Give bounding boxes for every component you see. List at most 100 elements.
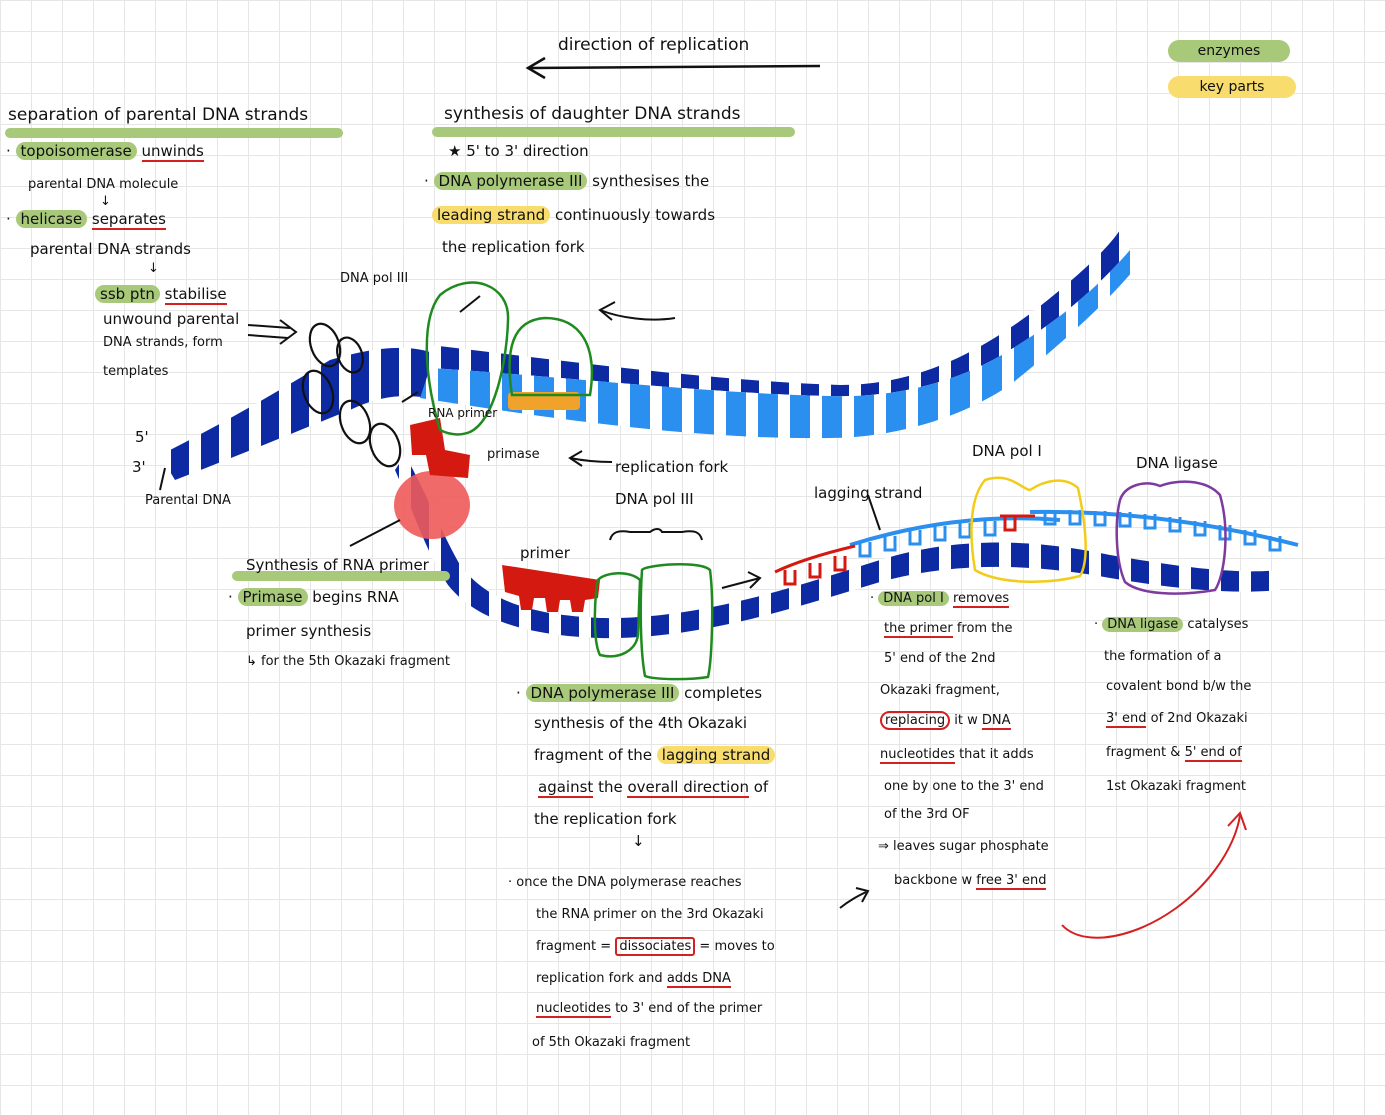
lagging-rna-primers <box>774 514 1035 586</box>
fragment-of-label: fragment of the <box>534 746 653 764</box>
primase-blob <box>394 471 470 539</box>
adds-dna-label: adds DNA <box>666 971 731 988</box>
topoisomerase-label: topoisomerase <box>15 142 137 160</box>
pol3-note-line-3: fragment of the lagging strand <box>534 746 776 764</box>
direction-note: ★ 5' to 3' direction <box>448 142 589 160</box>
ligase-note-line-6: 1st Okazaki fragment <box>1106 779 1246 794</box>
pol1-note-line-8: of the 3rd OF <box>884 807 970 822</box>
pol1-note-line-1: · DNA pol I removes <box>870 591 1010 608</box>
primer-block <box>502 565 600 612</box>
ligase-note-line-4: 3' end of 2nd Okazaki <box>1106 710 1248 728</box>
legend-enzymes: enzymes <box>1168 40 1290 62</box>
separation-title-highlight <box>5 128 343 138</box>
ssb-line: ssb ptn stabilise <box>95 285 227 305</box>
label-dna-pol1: DNA pol I <box>972 442 1042 460</box>
down-arrow: ↓ <box>100 194 111 209</box>
parental-dna-strand <box>160 347 430 480</box>
pol1-note-label: DNA pol I <box>878 591 949 606</box>
helicase-label: helicase <box>15 210 88 228</box>
completes-label: completes <box>684 684 763 702</box>
continuously-label: continuously towards <box>554 206 716 224</box>
topoisomerase-coils <box>301 322 402 468</box>
to-3-end-label: to 3' end of the primer <box>615 1001 763 1016</box>
that-it-adds-label: that it adds <box>959 747 1034 762</box>
direction-arrow <box>525 56 821 80</box>
primase-line: · Primase begins RNA <box>228 588 399 606</box>
ligase-note-line-3: covalent bond b/w the <box>1106 679 1252 694</box>
unwinds-label: unwinds <box>141 142 204 162</box>
pol1-note-line-9: ⇒ leaves sugar phosphate <box>878 839 1049 854</box>
ligase-note-line-2: the formation of a <box>1104 649 1222 664</box>
it-w-label: it w <box>954 713 978 728</box>
direction-label: direction of replication <box>558 35 750 55</box>
okazaki-fragments <box>849 509 1299 547</box>
dna-pol3-leading <box>425 281 594 436</box>
synthesis-title: synthesis of daughter DNA strands <box>444 104 741 124</box>
ligase-note-line-1: · DNA ligase catalyses <box>1094 617 1249 632</box>
label-parental-dna: Parental DNA <box>145 493 231 508</box>
parental-strands-line: parental DNA strands <box>30 240 191 258</box>
dna-ligase <box>1115 480 1227 595</box>
stabilise-label: stabilise <box>164 285 227 305</box>
pol1-note-line-6: nucleotides that it adds <box>880 746 1034 764</box>
separation-title: separation of parental DNA strands <box>8 105 309 125</box>
label-replication-fork: replication fork <box>615 458 729 476</box>
dissociates-label: dissociates <box>615 937 696 956</box>
pol1-note-line-10: backbone w free 3' end <box>894 872 1047 890</box>
once-note-line-1: · once the DNA polymerase reaches <box>508 875 742 890</box>
leading-rna-primer <box>508 392 580 410</box>
pol1-nucleotides-label: nucleotides <box>880 747 955 764</box>
label-3-prime: 3' <box>132 458 146 476</box>
fragment-and-label: fragment & <box>1106 745 1181 760</box>
from-the-label: from the <box>956 621 1013 636</box>
three-end-label: 3' end <box>1106 711 1147 728</box>
leading-strand-label: leading strand <box>432 206 551 224</box>
label-dna-pol3-mid: DNA pol III <box>615 490 694 508</box>
fragment-eq-label: fragment = <box>536 939 612 954</box>
label-dna-pol3-top: DNA pol III <box>340 271 409 286</box>
the-label: the <box>598 778 623 796</box>
label-primase: primase <box>487 447 540 462</box>
helicase-line: · helicase separates <box>6 210 166 230</box>
dna-label: DNA <box>981 713 1011 730</box>
unwound-line-2: DNA strands, form <box>103 335 223 350</box>
once-note-line-3: fragment = dissociates = moves to <box>536 937 775 956</box>
free-3-end-label: free 3' end <box>976 873 1047 890</box>
pol1-note-line-4: Okazaki fragment, <box>880 683 1000 698</box>
catalyses-label: catalyses <box>1187 617 1249 632</box>
replacing-label: replacing <box>880 711 951 730</box>
unwound-line-1: unwound parental <box>103 310 240 328</box>
the-primer-label: the primer <box>884 621 953 638</box>
five-end-label: 5' end of <box>1184 745 1242 762</box>
pol1-note-line-3: 5' end of the 2nd <box>884 651 996 666</box>
diagram-arrows <box>159 295 881 909</box>
separates-label: separates <box>91 210 166 230</box>
pol3-note-line-1: · DNA polymerase III completes <box>516 684 763 702</box>
pol1-note-line-2: the primer from the <box>884 620 1013 638</box>
red-curved-arrow <box>1061 811 1247 939</box>
lagging-strand-note: lagging strand <box>656 746 776 764</box>
of-label: of <box>753 778 769 796</box>
leading-line: leading strand continuously towards <box>432 206 715 224</box>
down-arrow-2: ↓ <box>148 261 159 276</box>
dnapol3-label: DNA polymerase III <box>433 172 588 190</box>
pol1-note-line-5: replacing it w DNA <box>880 711 1011 730</box>
backbone-label: backbone w <box>894 873 973 888</box>
legend-key-parts: key parts <box>1168 76 1296 98</box>
once-note-line-2: the RNA primer on the 3rd Okazaki <box>536 907 764 922</box>
pol3-note-line-5: the replication fork <box>534 810 677 828</box>
dna-pol3-lagging <box>593 562 714 681</box>
fork-line: the replication fork <box>442 238 585 256</box>
label-primer: primer <box>520 544 570 562</box>
of-2nd-okazaki-label: of 2nd Okazaki <box>1150 711 1248 726</box>
moves-label: = moves to <box>699 939 775 954</box>
parental-molecule-line: parental DNA molecule <box>28 177 179 192</box>
pol3-note-line-4: against the overall direction of <box>538 778 769 798</box>
synthesises-label: synthesises the <box>592 172 710 190</box>
topoisomerase-line: · topoisomerase unwinds <box>6 142 204 162</box>
synthesis-title-highlight <box>432 127 795 137</box>
label-5-prime: 5' <box>135 428 149 446</box>
once-note-text-1: once the DNA polymerase reaches <box>516 875 742 890</box>
pol1-note-line-7: one by one to the 3' end <box>884 779 1044 794</box>
removes-label: removes <box>952 591 1010 608</box>
